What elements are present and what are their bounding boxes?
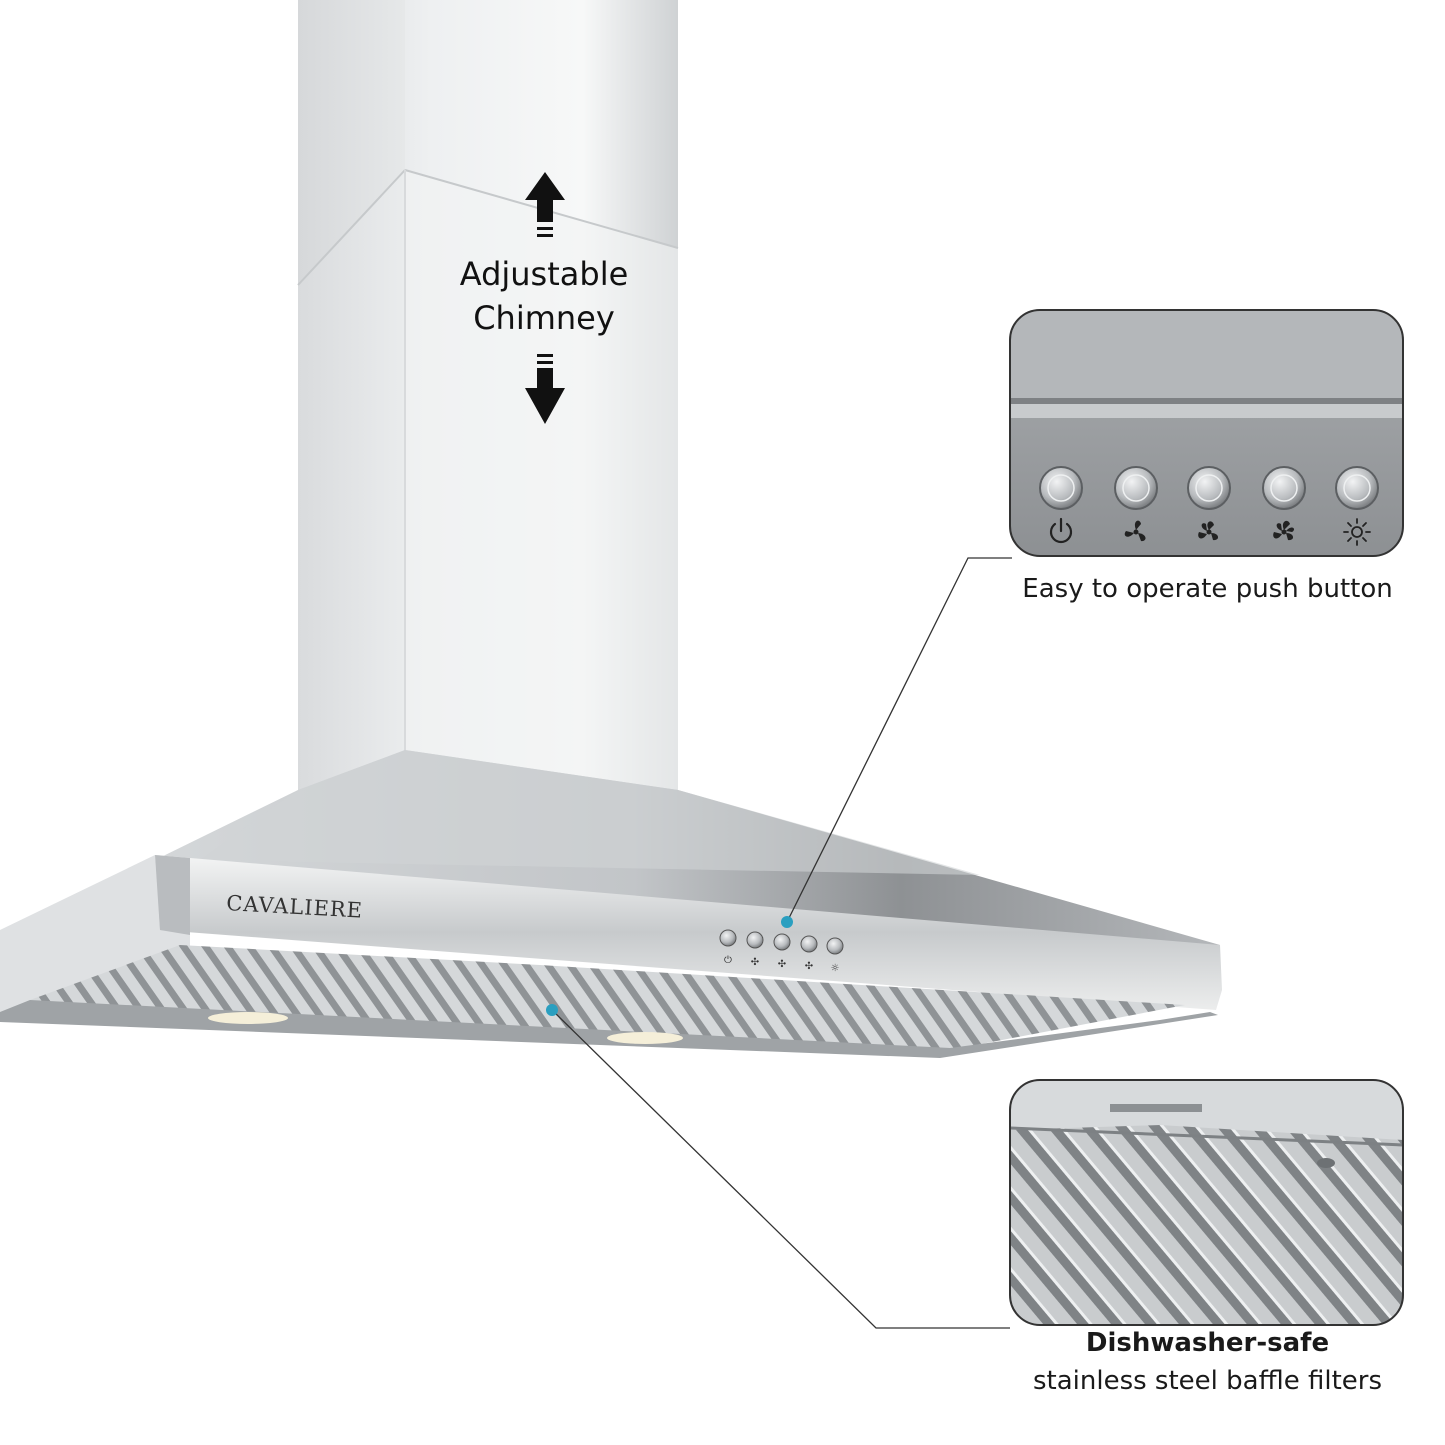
button-callout-dot — [781, 916, 793, 928]
filter-caption-text: stainless steel baffle filters — [1032, 1366, 1383, 1396]
hood-button-fan-medium[interactable] — [773, 933, 791, 951]
chimney-label-line1: Adjustable — [459, 255, 629, 293]
detail-button-fan-medium[interactable] — [1187, 466, 1231, 510]
push-button-caption: Easy to operate push button — [1022, 574, 1393, 604]
detail-button-fan-low[interactable] — [1114, 466, 1158, 510]
hood-button-power[interactable] — [719, 929, 737, 947]
hood-canopy — [0, 750, 1222, 1058]
hood-control-panel: ⏻ ✣ ✣ ✣ ☼ — [719, 929, 844, 974]
fan-high-icon — [1273, 520, 1295, 541]
svg-text:⏻: ⏻ — [724, 955, 732, 966]
detail-button-light[interactable] — [1335, 466, 1379, 510]
svg-text:✣: ✣ — [805, 961, 813, 972]
detail-button-power[interactable] — [1039, 466, 1083, 510]
svg-text:✣: ✣ — [751, 957, 759, 968]
baffle-filter-caption: Dishwasher-safe stainless steel baffle f… — [990, 1324, 1425, 1400]
hood-button-light[interactable] — [826, 937, 844, 955]
fan-low-icon — [1124, 520, 1146, 542]
hood-button-fan-high[interactable] — [800, 935, 818, 953]
light-icon — [1343, 518, 1371, 546]
filter-callout-dot — [546, 1004, 558, 1016]
svg-text:☼: ☼ — [831, 963, 840, 974]
detail-button-fan-high[interactable] — [1262, 466, 1306, 510]
down-arrow-icon — [525, 354, 565, 424]
hood-button-fan-low[interactable] — [746, 931, 764, 949]
chimney-label-line2: Chimney — [473, 299, 615, 337]
up-arrow-icon — [525, 172, 565, 237]
filter-caption-bold: Dishwasher-safe — [1085, 1328, 1330, 1358]
power-icon — [1049, 517, 1073, 544]
push-button-detail — [1009, 309, 1404, 557]
callout-lines — [546, 557, 1012, 1329]
svg-text:✣: ✣ — [778, 959, 786, 970]
baffle-filter-detail — [1009, 1079, 1404, 1326]
chimney — [297, 0, 679, 790]
fan-medium-icon — [1198, 521, 1219, 541]
adjustable-chimney-label: Adjustable Chimney — [414, 252, 674, 340]
